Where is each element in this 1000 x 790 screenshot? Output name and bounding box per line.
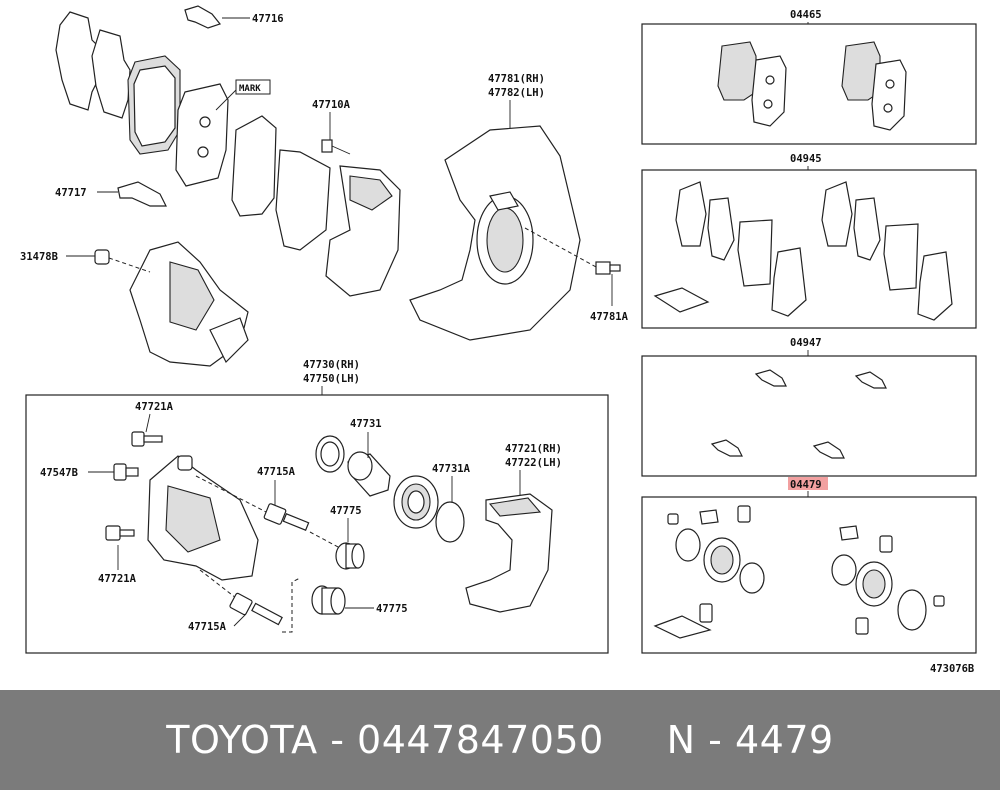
- label-47716: 47716: [252, 13, 284, 25]
- label-47710a: 47710A: [312, 99, 351, 111]
- piston-seal-ring: [315, 435, 345, 473]
- kit-box-04479: [641, 496, 977, 654]
- label-47717: 47717: [55, 187, 87, 199]
- label-04465: 04465: [790, 9, 822, 21]
- label-47721a-bot: 47721A: [98, 573, 137, 585]
- label-47722-lh: 47722(LH): [505, 457, 562, 469]
- anti-squeal-clip-47716: [184, 5, 250, 29]
- seal-kit-04479-art: [653, 505, 945, 639]
- bolt-47781a: [524, 227, 621, 275]
- shim-kit-04945-art: [653, 181, 953, 321]
- kit-box-04945: [641, 169, 977, 329]
- bush-47775-top: [335, 542, 365, 570]
- label-mark: MARK: [239, 84, 261, 94]
- piston-boot: [393, 475, 439, 529]
- label-47715a-bot: 47715A: [188, 621, 227, 633]
- label-47730-rh: 47730(RH): [303, 359, 360, 371]
- label-31478b: 31478B: [20, 251, 58, 263]
- bleeder-47721a-top: [131, 431, 163, 447]
- kit-box-04947: [641, 355, 977, 477]
- label-47731: 47731: [350, 418, 382, 430]
- mark-box: [235, 79, 271, 95]
- highlight-04479: [788, 477, 828, 490]
- caliper-cylinder: [147, 455, 259, 581]
- label-47775-top: 47775: [330, 505, 362, 517]
- bleeder-47721a-bot: [105, 525, 135, 541]
- bolt-47710a: [321, 139, 351, 155]
- pin-47715a-bot: [199, 569, 301, 633]
- reference-code: 473076B: [930, 663, 974, 675]
- label-47782-lh: 47782(LH): [488, 87, 545, 99]
- label-47731a: 47731A: [432, 463, 471, 475]
- caliper-body: [129, 241, 249, 367]
- footer-bar: TOYOTA - 0447847050 N - 4479: [0, 690, 1000, 790]
- label-04947: 04947: [790, 337, 822, 349]
- bush-47775-bot: [311, 585, 346, 615]
- part-number-caption: TOYOTA - 0447847050 N - 4479: [166, 718, 834, 762]
- caliper-mounting-bracket: [465, 493, 553, 613]
- label-47721-rh: 47721(RH): [505, 443, 562, 455]
- label-47781-rh: 47781(RH): [488, 73, 545, 85]
- label-47547b: 47547B: [40, 467, 78, 479]
- label-47721a-top: 47721A: [135, 401, 174, 413]
- label-47781a: 47781A: [590, 311, 629, 323]
- label-47775-bot: 47775: [376, 603, 408, 615]
- shim-clip-47717: [117, 181, 167, 207]
- pad-kit-04465-art: [717, 41, 907, 131]
- disc-dust-shield: [409, 125, 581, 341]
- parts-diagram: 47716 MARK 47710A 47717 31478B 47781(RH)…: [20, 5, 977, 675]
- caliper-assembly-box: [25, 394, 609, 654]
- kit-box-04465: [641, 23, 977, 145]
- pin-47715a-top: [195, 475, 341, 549]
- clip-kit-04947-art: [710, 369, 887, 459]
- label-47715a-top: 47715A: [257, 466, 296, 478]
- brake-pad-group: [55, 11, 401, 297]
- seal-ring-47731a: [435, 501, 465, 543]
- cap-47547b: [113, 463, 139, 481]
- piston-47731: [347, 451, 391, 497]
- cap-31478b: [94, 249, 151, 273]
- label-04945: 04945: [790, 153, 822, 165]
- label-47750-lh: 47750(LH): [303, 373, 360, 385]
- label-04479: 04479: [790, 479, 822, 491]
